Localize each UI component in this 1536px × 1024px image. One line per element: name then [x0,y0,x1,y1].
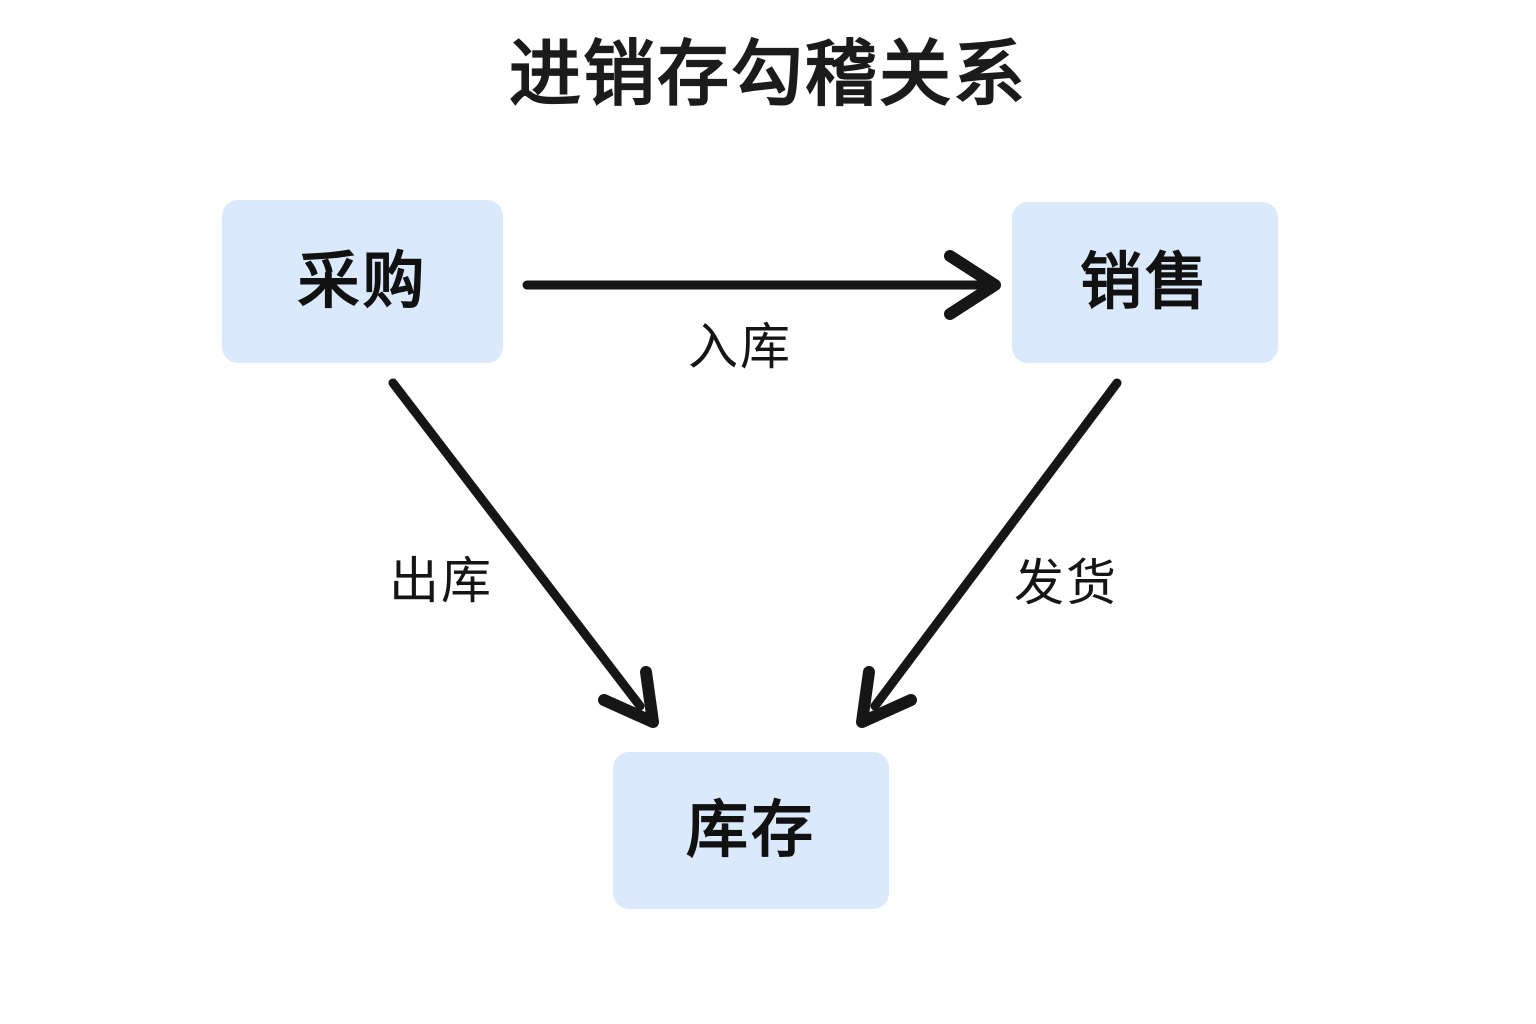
edge-inbound-arrow [522,250,1001,320]
edge-shipment-arrow [856,378,1122,728]
node-sales-label: 销售 [1079,247,1210,317]
page-title: 进销存勾稽关系 [508,35,1027,115]
node-inventory-label: 库存 [685,795,816,865]
node-purchase-label: 采购 [297,246,428,316]
node-inventory[interactable]: 库存 [613,752,889,909]
edge-label-inbound: 入库 [688,319,792,375]
edge-label-outbound: 出库 [389,553,493,609]
node-purchase[interactable]: 采购 [222,200,503,363]
node-sales[interactable]: 销售 [1012,202,1278,363]
edge-label-shipment: 发货 [1014,555,1118,611]
